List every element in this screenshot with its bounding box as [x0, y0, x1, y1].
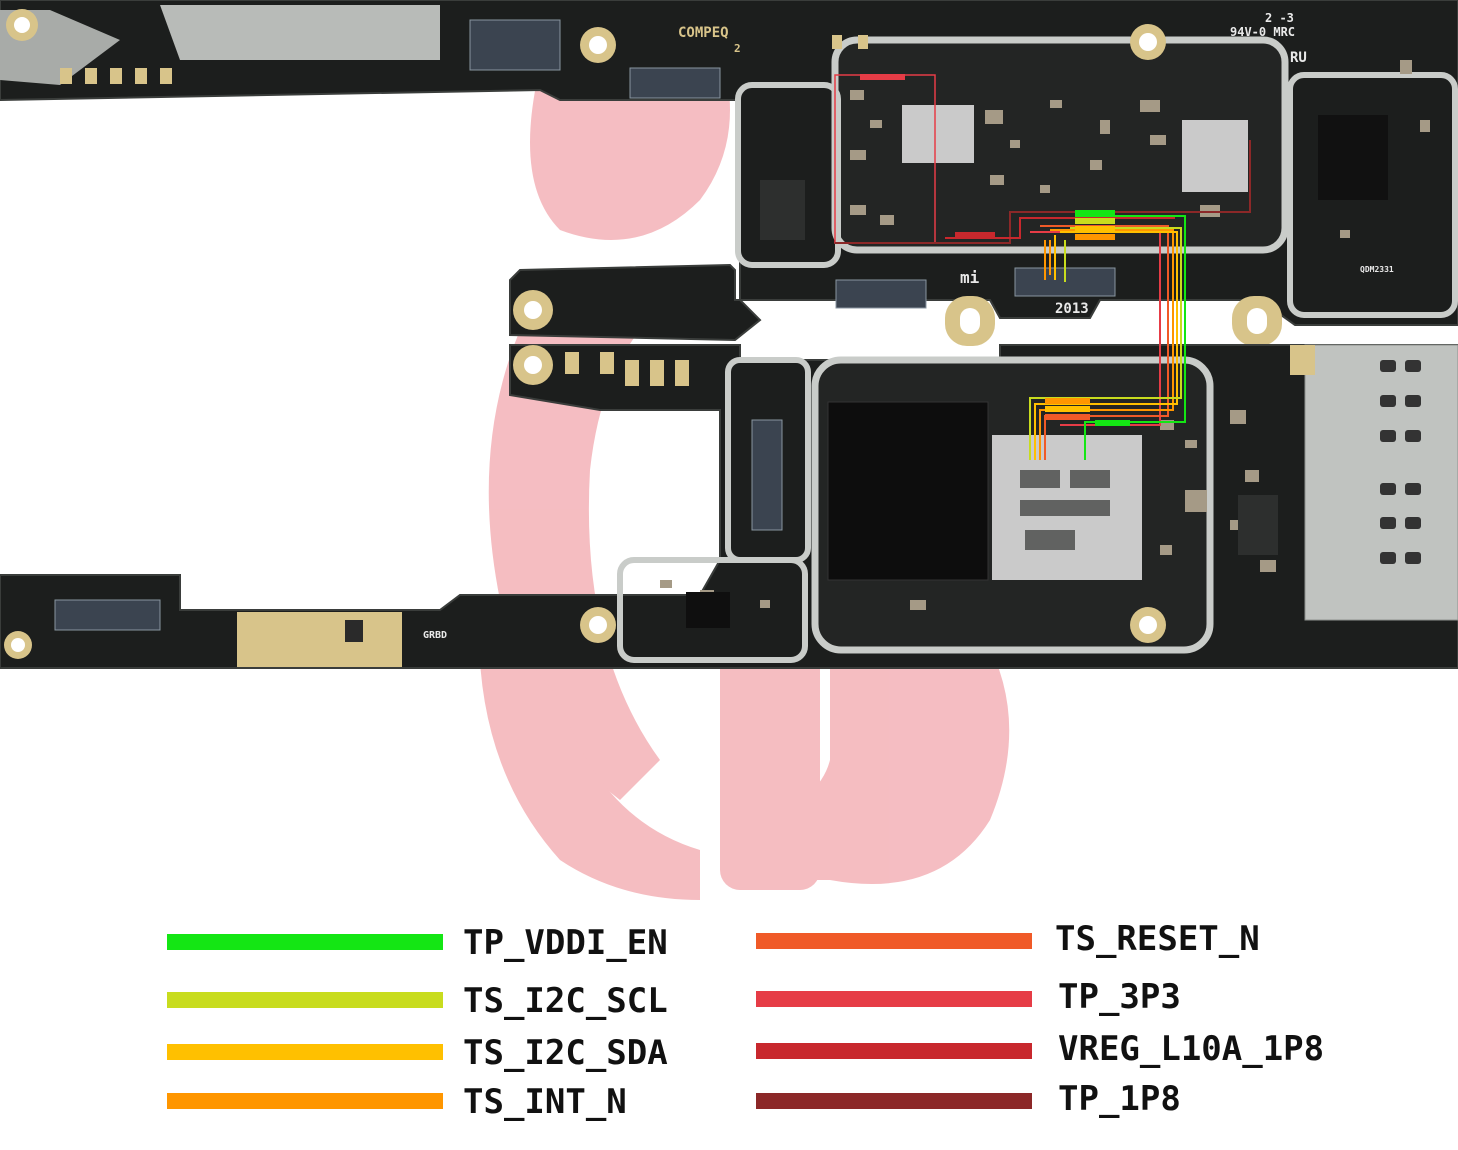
pcb-board-diagram: COMPEQ 2 2 -3 94V-0 MRC RU mi 2013 QDM23… — [0, 0, 1458, 900]
vendor-marking: COMPEQ — [678, 25, 729, 41]
trace-ts-i2c-sda — [1034, 231, 1178, 460]
rev-marking: 2 -3 — [1265, 11, 1294, 25]
grbd-marking: GRBD — [423, 630, 447, 641]
legend-swatch-vreg-l10a-1p8 — [756, 1043, 1032, 1059]
trace-tp-1p8 — [835, 140, 1251, 244]
net-traces — [834, 74, 1251, 460]
legend-label-ts-i2c-scl: TS_I2C_SCL — [463, 981, 668, 1021]
legend-swatch-ts-reset-n — [756, 933, 1032, 949]
legend-label-tp-vddi-en: TP_VDDI_EN — [463, 923, 668, 963]
legend-label-ts-reset-n: TS_RESET_N — [1055, 919, 1260, 959]
rating-marking: 94V-0 MRC — [1230, 25, 1295, 39]
legend-swatch-tp-1p8 — [756, 1093, 1032, 1109]
board-top: COMPEQ 2 2 -3 94V-0 MRC RU mi 2013 QDM23… — [0, 0, 1458, 346]
vendor-sub-marking: 2 — [734, 42, 741, 55]
legend-swatch-ts-i2c-scl — [167, 992, 443, 1008]
legend-swatch-tp-3p3 — [756, 991, 1032, 1007]
legend-label-tp-3p3: TP_3P3 — [1058, 977, 1181, 1017]
ul-marking: RU — [1290, 50, 1307, 66]
legend-label-ts-int-n: TS_INT_N — [463, 1082, 627, 1122]
trace-ts-i2c-scl — [1029, 227, 1182, 460]
net-label-tags — [860, 74, 1130, 426]
trace-ts-int-n — [1039, 229, 1174, 460]
legend-swatch-tp-vddi-en — [167, 934, 443, 950]
year-marking: 2013 — [1055, 301, 1089, 317]
legend-swatch-ts-i2c-sda — [167, 1044, 443, 1060]
chip-marking: QDM2331 — [1360, 265, 1394, 274]
legend-label-ts-i2c-sda: TS_I2C_SDA — [463, 1033, 668, 1073]
brand-marking: mi — [960, 268, 980, 287]
trace-tp-vddi-en — [1075, 215, 1186, 460]
legend-label-tp-1p8: TP_1P8 — [1058, 1079, 1181, 1119]
legend-label-vreg-l10a-1p8: VREG_L10A_1P8 — [1058, 1029, 1325, 1069]
legend-swatch-ts-int-n — [167, 1093, 443, 1109]
trace-ts-reset-n — [1040, 225, 1169, 460]
board-bottom: GRBD — [0, 344, 1458, 669]
